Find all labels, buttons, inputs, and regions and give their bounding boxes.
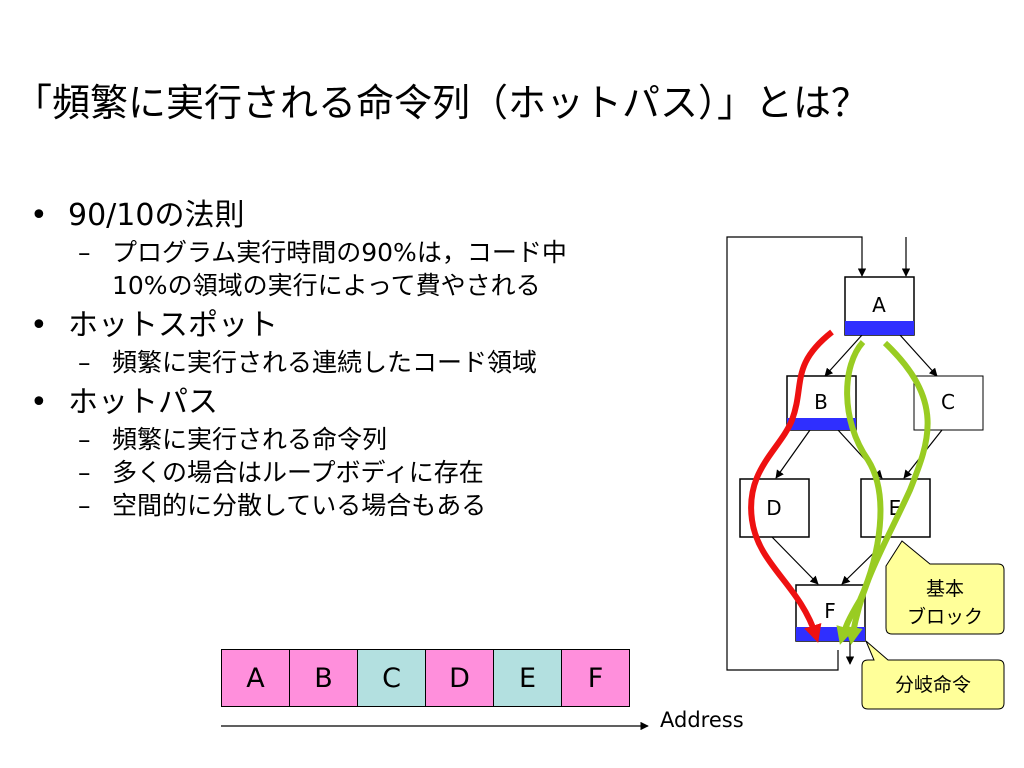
block-label: C [941, 390, 955, 414]
callout-text: 基本 [926, 578, 964, 600]
sub-bullet: – 多くの場合はループボディに存在 [30, 456, 700, 489]
sub-bullet: – 空間的に分散している場合もある [30, 489, 700, 522]
slide-title: 「頻繁に実行される命令列（ホットパス）」とは？ [14, 81, 870, 125]
memory-cell-f: F [561, 649, 630, 707]
block-label: B [814, 390, 828, 414]
bullet-text: ホットスポット [68, 308, 278, 343]
dash: – [78, 348, 91, 377]
sub-bullet-text: プログラム実行時間の90%は，コード中 [112, 238, 567, 267]
bullet-90-10-rule: • 90/10の法則 [30, 196, 700, 236]
bullet-hotpath: • ホットパス [30, 383, 700, 423]
bullet-text: 90/10の法則 [68, 198, 245, 233]
dash: – [78, 458, 91, 487]
bullet-hotspot: • ホットスポット [30, 306, 700, 346]
cell-label: D [449, 662, 470, 694]
sub-bullet: – 頻繁に実行される連続したコード領域 [30, 346, 700, 379]
sub-bullet-text: 多くの場合はループボディに存在 [112, 458, 484, 487]
dash: – [78, 238, 91, 267]
branch-bar [787, 418, 856, 430]
memory-cell-c: C [357, 649, 426, 707]
bullet-dot: • [30, 385, 48, 420]
bullet-dot: • [30, 308, 48, 343]
block-label: A [872, 293, 886, 317]
bullet-text: ホットパス [68, 385, 218, 420]
block-a: A [844, 276, 915, 336]
memory-strip: A B C D E F [221, 649, 630, 707]
edge-d-f [771, 536, 819, 585]
loop-back-edge [726, 236, 867, 671]
sub-bullet-text-cont: 10%の領域の実行によって費やされる [112, 271, 541, 300]
memory-cell-b: B [289, 649, 358, 707]
hot-path-red [748, 329, 834, 643]
edge-a-b [824, 334, 863, 377]
sub-bullet-text: 頻繁に実行される命令列 [112, 425, 388, 454]
bullet-dot: • [30, 198, 48, 233]
callout-text: 分岐命令 [895, 674, 971, 696]
callout-text: ブロック [907, 605, 983, 628]
cell-label: A [246, 662, 265, 694]
sub-bullet: – 頻繁に実行される命令列 [30, 423, 700, 456]
callout-branch: 分岐命令 [861, 640, 1005, 710]
block-label: D [766, 496, 781, 520]
address-axis-label: Address [660, 708, 744, 732]
branch-bar [845, 321, 914, 335]
sub-bullet-text: 空間的に分散している場合もある [112, 491, 487, 520]
cell-label: B [314, 662, 333, 694]
edge-b-d [775, 429, 811, 479]
hot-path-green-2 [844, 340, 931, 646]
cell-label: C [382, 662, 401, 694]
bullet-list: • 90/10の法則 – プログラム実行時間の90%は，コード中 10%の領域の… [30, 192, 700, 522]
cell-label: E [518, 662, 537, 694]
dash: – [78, 425, 91, 454]
sub-bullet-text: 頻繁に実行される連続したコード領域 [112, 348, 538, 377]
callout-basic-block: 基本 ブロック [885, 540, 1005, 635]
block-label: F [824, 599, 836, 623]
block-e: E [860, 478, 931, 538]
edge-a-c [899, 334, 938, 377]
hot-path-green-1 [836, 339, 884, 645]
dash: – [78, 491, 91, 520]
cell-label: F [587, 662, 604, 694]
memory-cell-e: E [493, 649, 562, 707]
sub-bullet: – プログラム実行時間の90%は，コード中 10%の領域の実行によって費やされる [30, 236, 700, 302]
